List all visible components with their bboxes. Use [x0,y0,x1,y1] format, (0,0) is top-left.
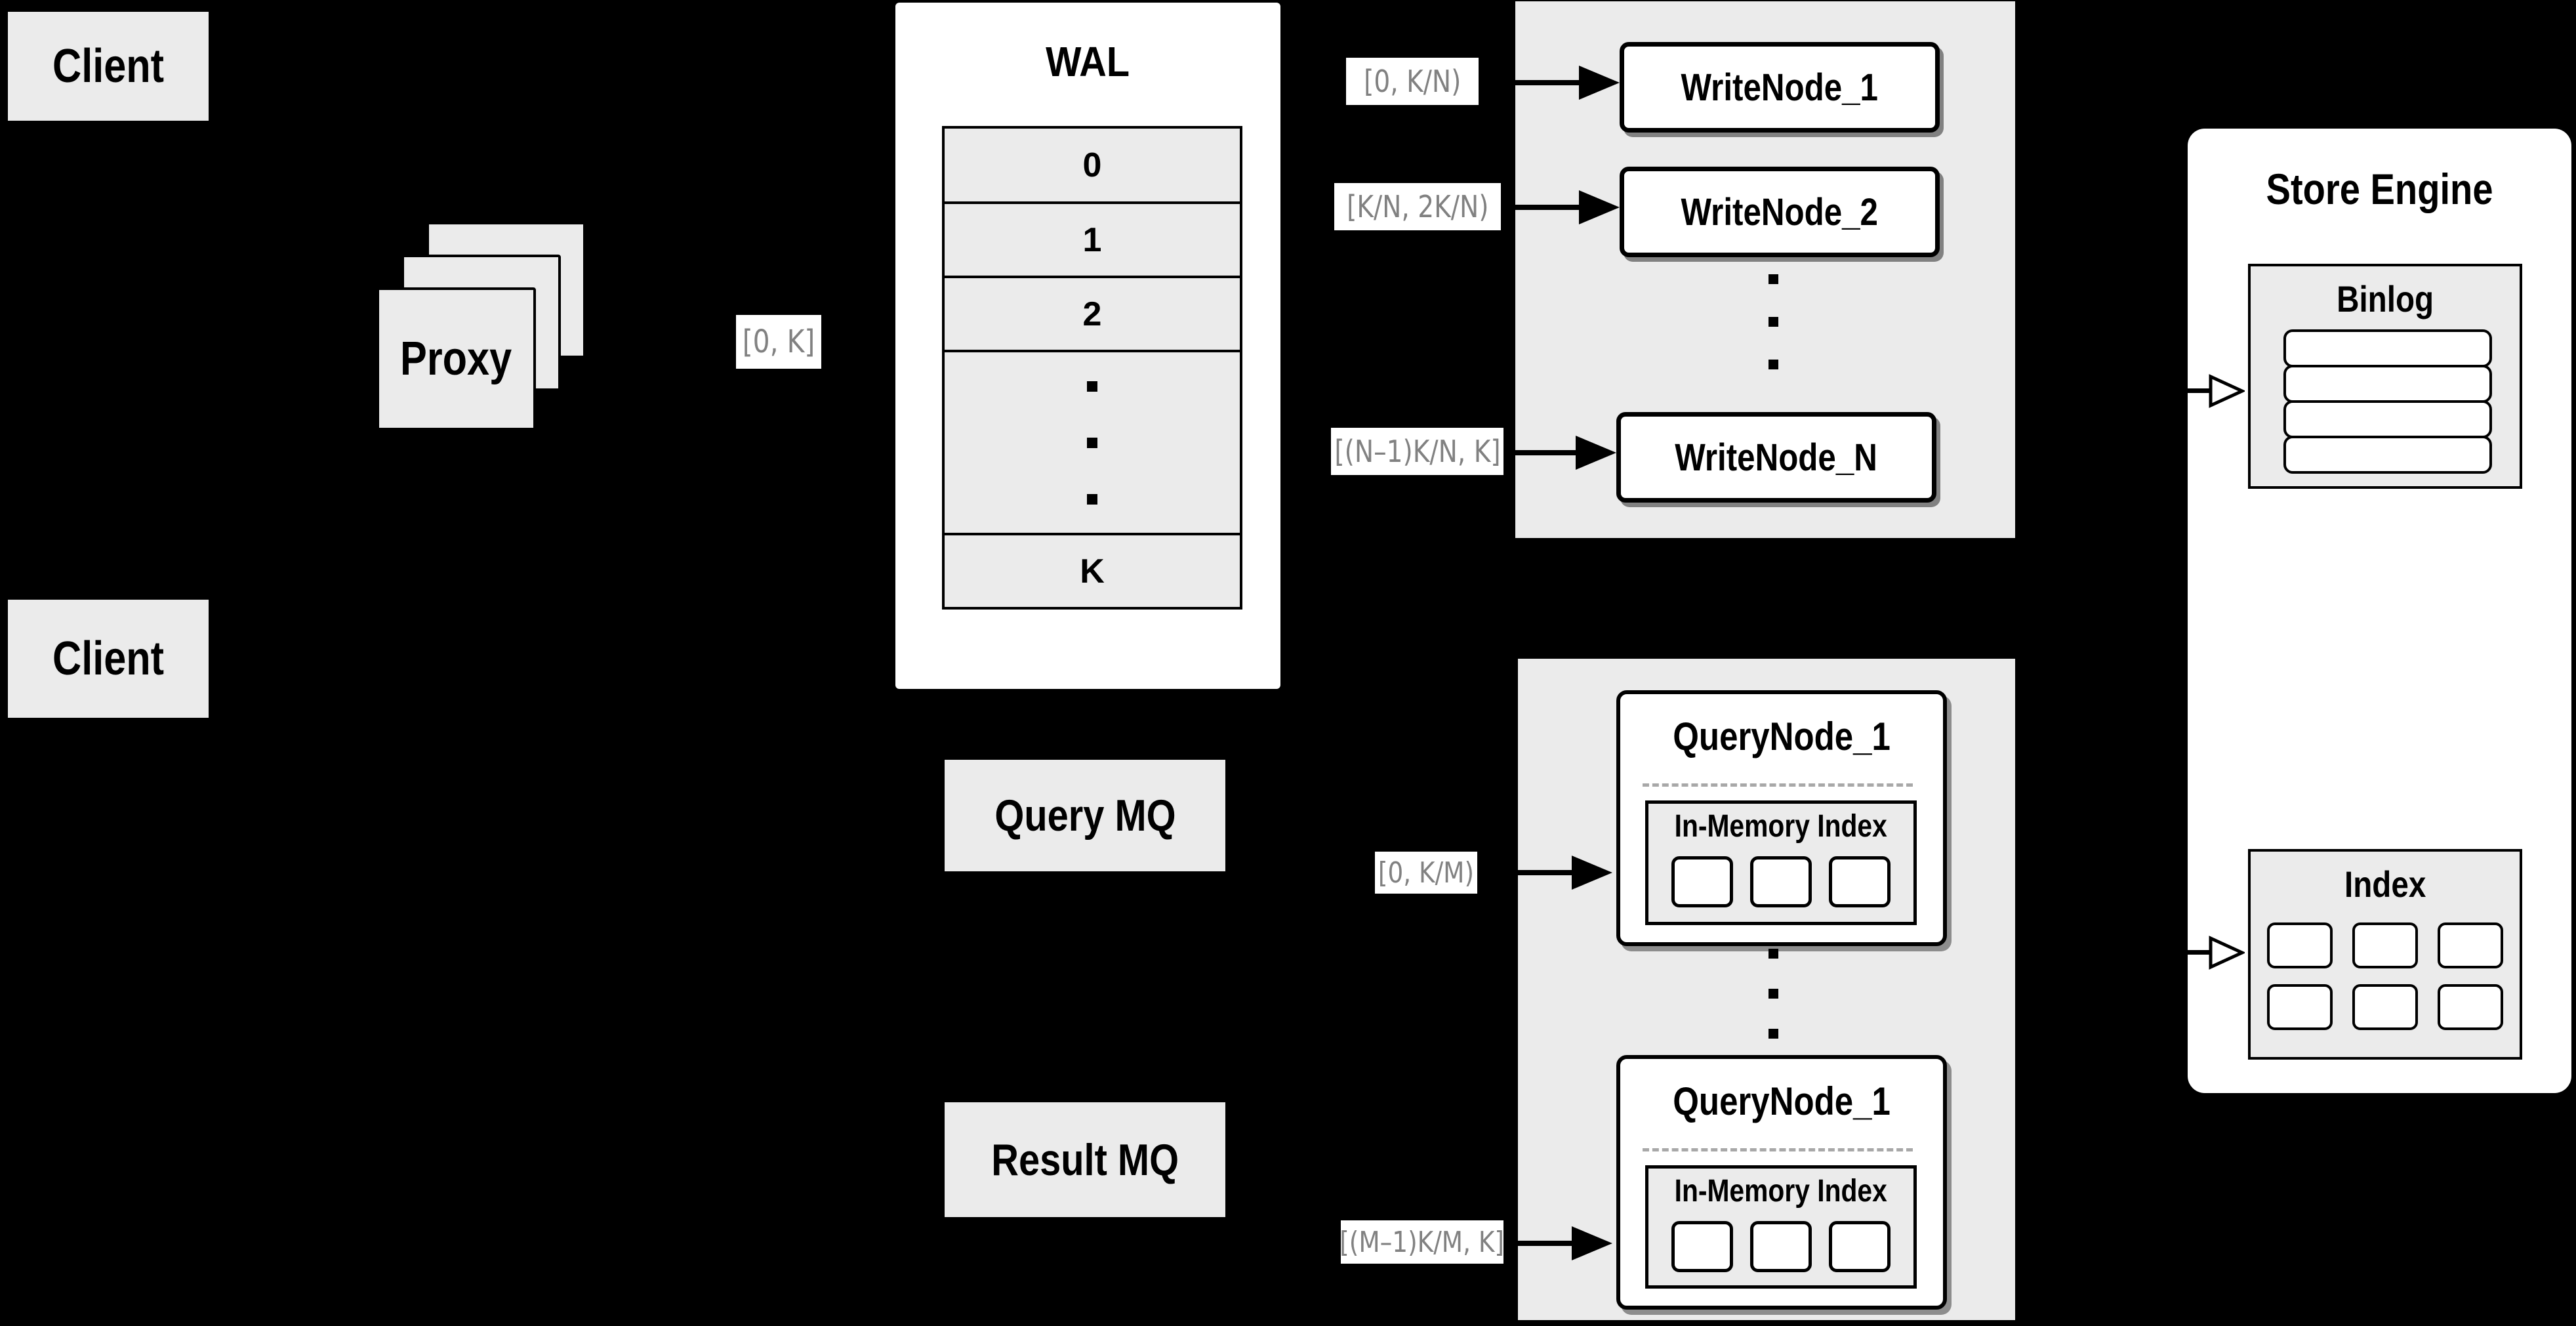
query-node-card-2: QueryNode_1 In-Memory Index [1616,1055,1947,1310]
binlog-segments [2283,329,2492,474]
arrow-line [2170,950,2216,955]
memory-cell [1671,856,1733,907]
binlog-segment [2283,329,2492,367]
arrow-line [1501,205,1583,210]
open-arrow-head-icon [2209,936,2245,970]
arrow-line [1505,1241,1577,1246]
wal-slot-table: 0 1 2 K [942,126,1242,610]
binlog-box: Binlog [2248,264,2522,489]
query-range-label-2: [(M–1)K/M, K] [1340,1220,1504,1264]
arrow-line [1479,870,1577,875]
index-cell [2438,984,2503,1030]
wal-title: WAL [1046,38,1130,85]
wal-slot-row: K [945,533,1240,607]
arrow-line [1479,80,1584,85]
query-node-title: QueryNode_1 [1673,714,1891,758]
in-memory-index-box: In-Memory Index [1645,800,1917,925]
in-memory-index-title: In-Memory Index [1674,808,1888,844]
binlog-segment [2283,365,2492,403]
client-box-bottom: Client [8,600,209,718]
write-range-label-n: [(N–1)K/N, K] [1331,428,1503,475]
arrow-head-icon [1579,66,1620,100]
index-cell [2267,984,2333,1030]
index-cell [2438,922,2503,968]
memory-cell [1750,1221,1812,1272]
arrow-line [1503,450,1581,455]
index-cell-row [2251,922,2520,968]
store-engine-title: Store Engine [2266,165,2493,213]
write-node-n: WriteNode_N [1616,412,1936,503]
memory-cell [1671,1221,1733,1272]
binlog-segment [2283,436,2492,474]
store-engine-panel: Store Engine Binlog Index [2188,129,2571,1093]
open-arrow-head-icon [2209,374,2245,408]
wal-box: WAL 0 1 2 K [895,3,1280,689]
wal-slot-row: 2 [945,276,1240,350]
dashed-divider [1643,1148,1913,1151]
index-cell-row [2251,984,2520,1030]
index-title: Index [2344,863,2426,905]
arrow-head-icon [1576,436,1616,470]
wal-slot-row: 0 [945,129,1240,201]
proxy-range-label: [0, K] [736,315,821,369]
index-box: Index [2248,849,2522,1060]
memory-cell-row [1648,1221,1913,1272]
write-range-label-2: [K/N, 2K/N) [1334,183,1501,230]
query-mq-box: Query MQ [945,760,1225,871]
in-memory-index-box: In-Memory Index [1645,1165,1917,1289]
index-cell [2352,984,2418,1030]
arrow-head-icon [1572,856,1612,890]
vertical-ellipsis-icon [1768,949,1778,1039]
memory-cell [1829,856,1891,907]
memory-cell [1750,856,1812,907]
arrow-head-icon [1579,190,1620,224]
vertical-ellipsis-icon [1087,381,1097,505]
arrow-head-icon [1572,1226,1612,1260]
result-mq-box: Result MQ [945,1102,1225,1217]
wal-ellipsis-row [945,350,1240,533]
client-top-label: Client [52,40,164,93]
binlog-segment [2283,400,2492,438]
client-bottom-label: Client [52,632,164,685]
write-node-2: WriteNode_2 [1620,167,1940,257]
query-range-label-1: [0, K/M) [1375,852,1477,894]
dashed-divider [1643,783,1913,787]
proxy-card-front: Proxy [377,287,536,430]
index-cell [2352,922,2418,968]
memory-cell [1829,1221,1891,1272]
write-range-label-1: [0, K/N) [1346,58,1479,105]
write-node-1: WriteNode_1 [1620,42,1940,133]
query-node-card-1: QueryNode_1 In-Memory Index [1616,690,1947,946]
proxy-label: Proxy [400,333,512,385]
vertical-ellipsis-icon [1768,274,1778,369]
wal-slot-row: 1 [945,201,1240,276]
memory-cell-row [1648,856,1913,907]
query-node-title: QueryNode_1 [1673,1079,1891,1123]
index-cell [2267,922,2333,968]
client-box-top: Client [8,12,209,121]
binlog-title: Binlog [2336,278,2434,320]
arrow-line [2170,388,2216,393]
in-memory-index-title: In-Memory Index [1674,1173,1888,1209]
